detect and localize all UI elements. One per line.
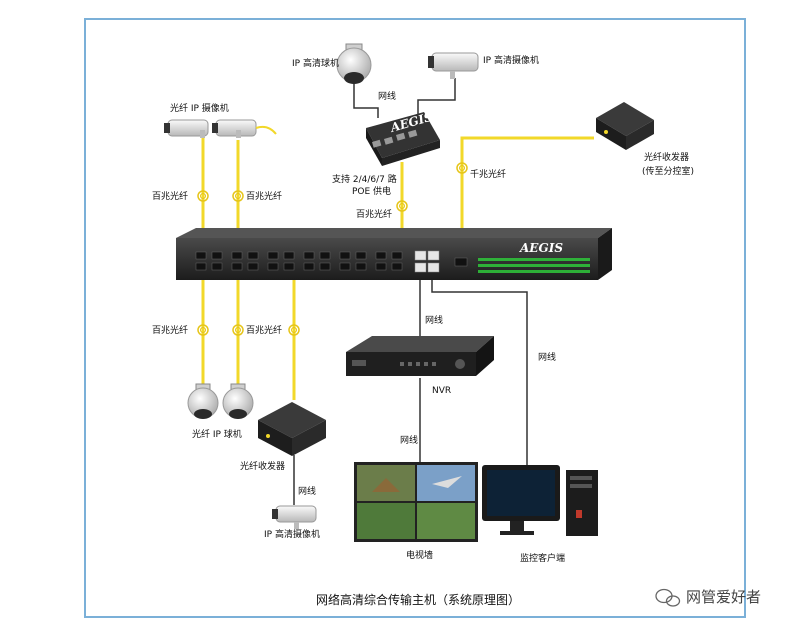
- fiber-ip-dome-2-icon: [222, 383, 254, 419]
- fast-fiber-poe-label: 百兆光纤: [356, 208, 392, 220]
- gigabit-fiber-label: 千兆光纤: [470, 168, 506, 180]
- transceiver-bottom-label: 光纤收发器: [240, 460, 285, 472]
- monitoring-client-icon: [482, 465, 598, 536]
- switch-sfp-ports: [195, 251, 403, 271]
- fast-fiber-bottom1-label: 百兆光纤: [152, 324, 188, 336]
- ip-dome-camera-top-icon: [336, 43, 372, 84]
- net-cable-dome-top: [353, 82, 379, 118]
- transceiver-right-label: 光纤收发器: [644, 151, 689, 163]
- ip-bullet-camera-top-icon: [428, 52, 479, 79]
- ip-bullet-camera-bottom-icon: [272, 505, 317, 529]
- fiber-ip-camera-2-icon: [212, 119, 277, 138]
- ip-bullet-top-label: IP 高清摄像机: [483, 54, 539, 66]
- diagram-caption: 网络高清综合传输主机（系统原理图）: [316, 592, 520, 607]
- switch-led-panel: [478, 258, 590, 273]
- poe-power-label: POE 供电: [352, 185, 391, 197]
- switch-rj45-ports: [414, 250, 440, 273]
- nvr-label: NVR: [432, 386, 451, 396]
- net-line-pc-label: 网线: [538, 351, 556, 363]
- poe-support-label: 支持 2/4/6/7 路: [332, 173, 397, 185]
- wechat-icon: [655, 588, 681, 607]
- tv-wall-icon: [354, 462, 478, 542]
- net-line-bottom-cam-label: 网线: [298, 485, 316, 497]
- fiber-ip-dome-1-icon: [187, 383, 219, 419]
- poe-switch-icon: AEGIS: [366, 109, 440, 166]
- fiber-transceiver-right-icon: [596, 102, 654, 150]
- main-switch-icon: AEGIS: [176, 228, 612, 280]
- tv-wall-label: 电视墙: [406, 549, 433, 561]
- watermark-text: 网管爱好者: [686, 588, 761, 606]
- fast-fiber-left1-label: 百兆光纤: [152, 190, 188, 202]
- fiber-transceiver-bottom-icon: [258, 402, 326, 456]
- diagram-frame: [84, 18, 746, 618]
- monitor-client-label: 监控客户端: [520, 552, 565, 564]
- switch-brand-label: AEGIS: [519, 241, 563, 255]
- transceiver-right-note: (传至分控室): [642, 165, 694, 177]
- net-line-top-label: 网线: [378, 90, 396, 102]
- nvr-icon: [346, 336, 494, 376]
- net-cable-pc: [431, 278, 528, 465]
- fiber-ip-camera-1-icon: [164, 119, 209, 138]
- watermark: 网管爱好者: [655, 588, 761, 607]
- fiber-line-gigabit: [460, 136, 594, 262]
- fast-fiber-left2-label: 百兆光纤: [246, 190, 282, 202]
- net-line-nvr-label: 网线: [425, 314, 443, 326]
- ip-bullet-bottom-label: IP 高清摄像机: [264, 528, 320, 540]
- network-cables: [293, 78, 528, 505]
- fast-fiber-bottom2-label: 百兆光纤: [246, 324, 282, 336]
- ip-dome-top-label: IP 高清球机: [292, 57, 339, 69]
- fiber-ip-dome-label: 光纤 IP 球机: [192, 428, 242, 440]
- fiber-ip-cameras-label: 光纤 IP 摄像机: [170, 102, 229, 114]
- net-line-tv-label: 网线: [400, 434, 418, 446]
- net-cable-bullet-top: [417, 78, 456, 118]
